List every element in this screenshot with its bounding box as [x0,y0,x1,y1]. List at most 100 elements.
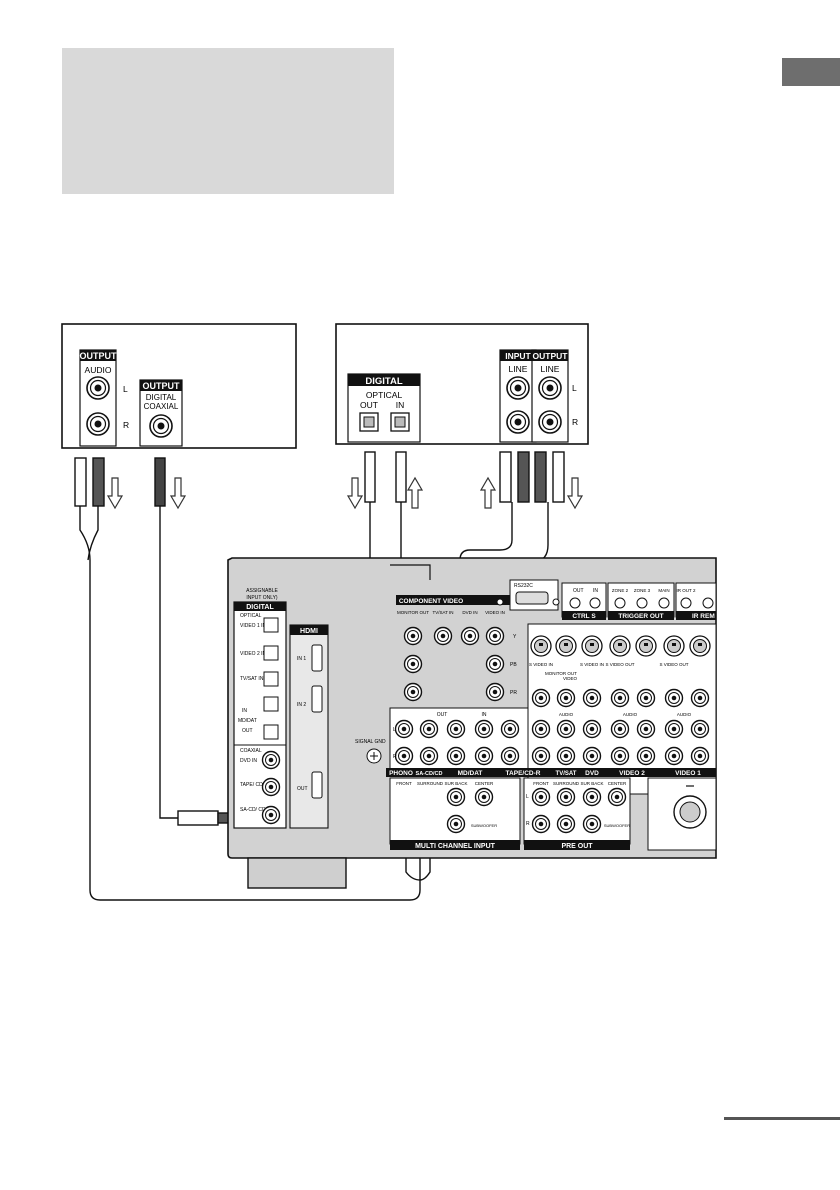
hdmi-in1-label: IN 1 [297,656,306,662]
analog-out-label: OUT [437,712,448,718]
ir-remote-header: IR REM [692,613,715,620]
audio-label-rx-2: AUDIO [623,712,638,717]
section-tab-marker [782,58,840,86]
audio-r-jack [86,412,110,436]
mci-center-label: CENTER [475,781,494,786]
signal-gnd-label: SIGNAL GND [355,739,386,745]
hdmi-in2-label: IN 2 [297,702,306,708]
audio-label-rx-3: AUDIO [677,712,692,717]
assignable-label: ASSIGNABLE [246,588,278,594]
tapecdr-label: TAPE/CD-R [506,770,541,777]
mddat-label: MD/DAT [238,718,257,724]
source-device-1: OUTPUT AUDIO L R OUTPUT DIGITAL COAXIAL [61,323,297,449]
pb-label: PB [510,662,517,668]
phono-label: PHONO [389,770,413,777]
line-in-l-jack [506,376,530,400]
ir-out2-label: IR OUT 2 [677,588,696,593]
video-label: VIDEO [563,676,578,681]
mddat-section-label: MD/DAT [458,770,483,777]
pre-subwoofer-label: SUBWOOFER [604,823,630,828]
video1-in-label: VIDEO 1 IN [240,623,267,629]
mci-surround-label: SURROUND [417,781,444,786]
y-label: Y [513,634,517,640]
receiver-rear-panel: ASSIGNABLE INPUT ONLY) DIGITAL OPTICAL V… [227,557,717,889]
component-video-header: COMPONENT VIDEO [399,598,463,605]
receiver-digital-header: DIGITAL [246,604,274,611]
mci-subwoofer-label: SUBWOOFER [471,823,497,828]
monitor-out2-label: MONITOR OUT [545,671,577,676]
hdmi-header: HDMI [300,628,318,635]
pr-label: PR [510,690,517,696]
source-device-2: DIGITAL OPTICAL OUT IN INPUT LINE OUTPUT… [335,323,589,445]
svideo-out-label-2: S VIDEO OUT [659,662,688,667]
input-header: INPUT [505,351,531,361]
continued-marker-line [724,1117,840,1120]
coaxial-label: COAXIAL [144,402,179,411]
input-only-label: INPUT ONLY) [246,595,278,601]
line-out-l-jack [538,376,562,400]
sacd-label: SA-CD/CD [416,771,443,777]
dvd-section-label: DVD [585,770,599,777]
comp-dvd-label: DVD IN [462,610,477,615]
tvsat-in-label: TV/SAT IN [240,676,264,682]
analog-in-label: IN [482,712,487,718]
signal-flow-arrows [106,476,584,510]
line-in-r-jack [506,410,530,434]
digital-label: DIGITAL [146,393,177,402]
audio-label-rx: AUDIO [559,712,574,717]
mddat-in-label: IN [242,708,247,714]
audio-l-jack [86,376,110,400]
zone2-label: ZONE 2 [612,588,629,593]
ctrl-s-header: CTRL S [572,613,596,620]
audio-label: AUDIO [85,365,112,375]
multi-channel-input-label: MULTI CHANNEL INPUT [415,843,496,850]
svideo-in-label-2: S VIDEO IN [580,662,604,667]
output-label: OUTPUT [80,351,118,361]
title-placeholder-box [62,48,394,194]
monitor-out-label: MONITOR OUT [397,610,429,615]
line-in-label: LINE [509,364,528,374]
video2-in-label: VIDEO 2 IN [240,651,267,657]
mci-surback-label: SUR BACK [444,781,467,786]
trigger-out-header: TRIGGER OUT [618,613,663,620]
pre-surback-label: SUR BACK [580,781,603,786]
digital-header: DIGITAL [365,376,402,387]
tvsat-section-label: TV/SAT [556,771,577,777]
pre-out-label: PRE OUT [561,843,593,850]
ctrl-in-label: IN [593,588,598,594]
pre-center-label: CENTER [608,781,627,786]
pre-front-label: FRONT [533,781,549,786]
coaxial-jack [149,414,173,438]
output-header: OUTPUT [533,351,569,361]
l-label: L [123,384,128,394]
optical-out-label: OUT [360,400,378,410]
ctrl-out-label: OUT [573,588,584,594]
pre-l-label: L [526,794,529,800]
optical-label: OPTICAL [366,390,403,400]
mci-front-label: FRONT [396,781,412,786]
r-label: R [123,420,129,430]
zone3-label: ZONE 3 [634,588,651,593]
tapecdr-in-label: TAPE/ CD-R IN [240,782,275,788]
dvd-in-label: DVD IN [240,758,257,764]
sacd-in-label: SA-CD/ CD IN [240,807,272,813]
rs232c-label: RS232C [514,583,533,589]
main-label: MAIN [658,588,669,593]
receiver-optical-label: OPTICAL [240,613,262,619]
l-label-2: L [572,383,577,393]
comp-video-in-label: VIDEO IN [485,610,505,615]
line-out-label: LINE [541,364,560,374]
mddat-out-label: OUT [242,728,253,734]
video2-section-label: VIDEO 2 [619,770,645,777]
pre-surround-label: SURROUND [553,781,580,786]
analog-l-label: L [393,727,396,733]
pre-r-label: R [526,821,530,827]
analog-r-label: R [393,754,397,760]
coaxial-label-rx: COAXIAL [240,748,262,754]
svideo-label: S VIDEO IN [529,662,553,667]
comp-tvsat-label: TV/SAT IN [432,610,453,615]
optical-in-label: IN [396,400,405,410]
hdmi-out-label: OUT [297,786,308,792]
line-out-r-jack [538,410,562,434]
